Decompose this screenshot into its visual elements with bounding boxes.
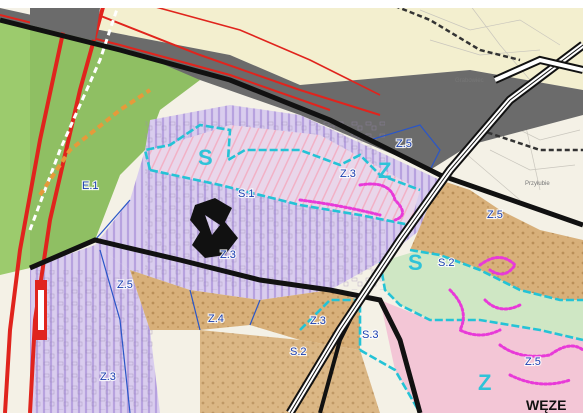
zone-label-z3-center: Z.3 bbox=[220, 249, 236, 261]
zone-label-z4: Z.4 bbox=[208, 313, 224, 325]
zone-label-z5-right: Z.5 bbox=[487, 209, 503, 221]
slope-contours bbox=[298, 182, 583, 386]
orange-zone-center bbox=[130, 270, 360, 350]
zone-label-z5-bottom-right: Z.5 bbox=[525, 356, 541, 368]
big-label-s-top: S bbox=[198, 145, 213, 170]
pink-zone bbox=[150, 125, 420, 225]
highway bbox=[286, 41, 583, 413]
place-label-right: Przyłubie bbox=[525, 181, 550, 187]
zone-label-z3-upper: Z.3 bbox=[340, 168, 356, 180]
zone-boundaries bbox=[143, 123, 583, 413]
big-label-z-bottom: Z bbox=[478, 370, 491, 395]
zone-label-z5-top: Z.5 bbox=[396, 138, 412, 150]
railway-dashed-right bbox=[479, 128, 583, 152]
rail-lines bbox=[0, 0, 381, 413]
big-label-s-right: S bbox=[408, 250, 423, 275]
industrial-wedge bbox=[30, 8, 100, 40]
zone-label-s3: S.3 bbox=[362, 329, 379, 341]
place-label-top: Grabowiec bbox=[455, 78, 484, 84]
corner-label: WĘZE bbox=[526, 397, 566, 413]
zone-label-z5-left: Z.5 bbox=[117, 279, 133, 291]
zone-label-z3-bottom: Z.3 bbox=[100, 371, 116, 383]
building-blocks-left bbox=[35, 270, 155, 410]
parcel-boundaries bbox=[94, 124, 441, 413]
big-label-z-top: Z bbox=[378, 158, 391, 183]
zone-label-s2-right: S.2 bbox=[438, 257, 455, 269]
railway-dashed bbox=[28, 0, 122, 231]
industrial-band bbox=[0, 8, 583, 170]
river-zone bbox=[380, 250, 583, 340]
zone-label-s1: S.1 bbox=[238, 188, 255, 200]
zone-label-e1: E.1 bbox=[82, 180, 99, 192]
zone-label-z3-mid: Z.3 bbox=[310, 315, 326, 327]
railway-dashed-top bbox=[379, 0, 521, 62]
site-marker[interactable] bbox=[190, 198, 238, 258]
rail-marker-inner bbox=[38, 290, 44, 330]
frame-top bbox=[0, 0, 583, 8]
town-texture bbox=[419, 4, 581, 201]
zone-label-s2-bottom: S.2 bbox=[290, 346, 307, 358]
pink-zone-bottom-right bbox=[380, 300, 583, 413]
forest-area bbox=[30, 25, 200, 268]
field-area bbox=[100, 0, 583, 90]
orange-zone-right bbox=[410, 180, 583, 300]
forest-left-strip bbox=[0, 20, 30, 275]
